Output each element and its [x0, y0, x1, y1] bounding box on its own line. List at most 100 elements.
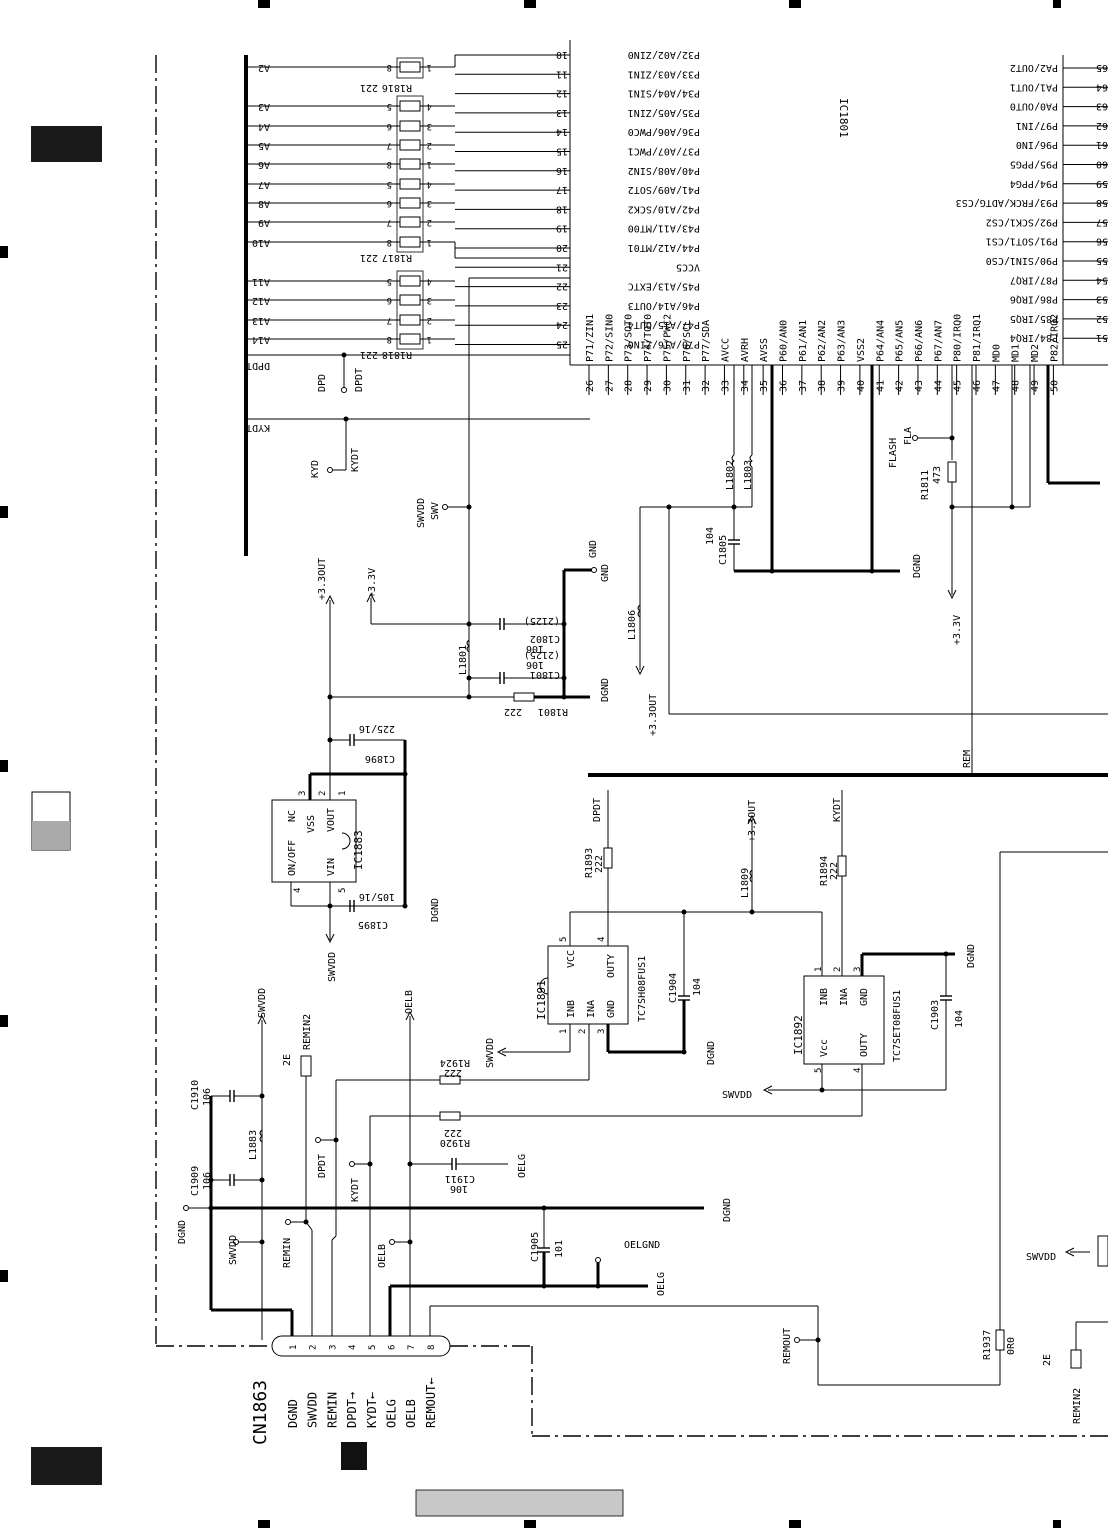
- array-pin-num: 1: [427, 62, 432, 72]
- ic1801-pin-num: 38: [817, 380, 828, 392]
- svg-text:C1802: C1802: [530, 633, 560, 644]
- svg-text:5: 5: [814, 1068, 824, 1073]
- ic1801-pin-label: P33/A03/ZIN1: [628, 68, 700, 79]
- ic1801-pin-num: 36: [779, 380, 790, 392]
- svg-text:INB: INB: [566, 1000, 577, 1018]
- ic1801-pin-label: P75/PWC2: [662, 314, 673, 362]
- ic1801-pin-label: P43/A11/MT00: [628, 223, 700, 234]
- svg-text:DGND: DGND: [912, 554, 923, 578]
- ic1801-pin-num: 62: [1096, 120, 1108, 131]
- swvdd-power-section: SWVDD SWV GND GND +3.3V C1802 106 (2125)…: [317, 277, 611, 940]
- svg-text:+3.3OUT: +3.3OUT: [747, 800, 758, 842]
- svg-text:R1894: R1894: [819, 856, 830, 886]
- r1817-ref: R1817: [382, 252, 412, 263]
- ic1801-pin-num: 45: [953, 380, 964, 392]
- ic1801-pin-label: P34/A04/SIN1: [628, 88, 700, 99]
- svg-text:KYDT: KYDT: [350, 448, 361, 472]
- svg-text:C1903: C1903: [930, 1000, 941, 1030]
- ic1801-pin-num: 33: [720, 380, 731, 392]
- svg-text:5: 5: [559, 937, 569, 942]
- svg-text:REMIN: REMIN: [282, 1238, 293, 1268]
- ic1801-pin-label: P93/FRCK/ADTG/CS3: [956, 197, 1058, 208]
- bus-label: A6: [258, 159, 270, 170]
- ic1801-pin-num: 48: [1011, 380, 1022, 392]
- svg-text:473: 473: [932, 466, 943, 484]
- svg-text:DPDT: DPDT: [592, 798, 603, 822]
- ic1801-pin-label: P45/A13/EXTC: [628, 281, 700, 292]
- array-pin-num: 1: [427, 237, 432, 247]
- ic1801-pin-label: P64/AN4: [875, 320, 886, 362]
- ic1801-pin-num: 17: [556, 184, 568, 195]
- svg-text:C1905: C1905: [530, 1232, 541, 1262]
- svg-text:REMOUT: REMOUT: [782, 1328, 793, 1364]
- svg-text:222: 222: [594, 855, 605, 873]
- svg-text:(2125): (2125): [524, 615, 560, 626]
- ic1801-pin-label: P41/A09/SOT2: [628, 184, 700, 195]
- ic1801-ref: IC1801: [837, 98, 850, 138]
- ic1801-pin-num: 31: [682, 380, 693, 392]
- array-pin-num: 8: [387, 237, 392, 247]
- svg-text:+3.3V: +3.3V: [952, 615, 963, 645]
- ic1801-pin-num: 18: [556, 203, 568, 214]
- svg-text:IC1891: IC1891: [535, 980, 548, 1020]
- svg-text:2: 2: [833, 967, 843, 972]
- svg-text:L1803: L1803: [743, 460, 754, 490]
- cn1863-pin-num: 8: [427, 1345, 437, 1350]
- svg-text:C1896: C1896: [365, 753, 395, 764]
- svg-text:3: 3: [597, 1029, 607, 1034]
- svg-text:4: 4: [597, 937, 607, 942]
- analog-supply-section: L1802 L1803 104 C1805 DGND L1806 +3.3OUT: [627, 365, 1108, 736]
- svg-text:106: 106: [450, 1183, 468, 1194]
- ic1801-pin-num: 26: [585, 380, 596, 392]
- ic1801-pin-num: 58: [1096, 197, 1108, 208]
- svg-text:C1895: C1895: [358, 919, 388, 930]
- ic1801-pin-num: 55: [1096, 255, 1108, 266]
- bus-label: A10: [252, 237, 270, 248]
- svg-text:C1801: C1801: [530, 669, 560, 680]
- svg-text:IC1892: IC1892: [792, 1015, 805, 1055]
- ic1801-pin-num: 53: [1096, 294, 1108, 305]
- ic1801-pin-label: P90/SIN1/CS0: [986, 255, 1058, 266]
- ic1801-pin-label: MD1: [1011, 344, 1022, 362]
- svg-text:R1924: R1924: [440, 1057, 470, 1068]
- ic1801-pin-label: P85/IRQ5: [1010, 313, 1058, 324]
- ic1801-pin-num: 28: [624, 380, 635, 392]
- svg-text:REMIN2: REMIN2: [302, 1014, 313, 1050]
- bus-label: A12: [252, 295, 270, 306]
- svg-text:DGND: DGND: [722, 1198, 733, 1222]
- ic1801-pin-num: 59: [1096, 178, 1108, 189]
- ic1801-pin-label: P77/SDA: [701, 320, 712, 362]
- svg-text:DGND: DGND: [430, 898, 441, 922]
- ic1801-pin-num: 19: [556, 223, 568, 234]
- svg-text:222: 222: [444, 1067, 462, 1078]
- array-pin-num: 3: [427, 121, 432, 131]
- ic1801-pin-num: 54: [1096, 274, 1108, 285]
- footer-bar: [415, 1489, 624, 1517]
- bus-label: A2: [258, 62, 270, 73]
- svg-text:SWVDD: SWVDD: [327, 952, 338, 982]
- ic1801-pin-num: 32: [701, 380, 712, 392]
- ic1801-pin-label: P32/A02/ZIN0: [628, 49, 700, 60]
- svg-text:101: 101: [554, 1240, 565, 1258]
- cn1863-pin-label: OELB: [404, 1399, 418, 1428]
- r1816-ref: R1816: [382, 82, 412, 93]
- svg-text:104: 104: [954, 1010, 965, 1028]
- ic1801-pin-label: P71/ZIN1: [585, 314, 596, 362]
- array-pin-num: 2: [427, 140, 432, 150]
- cn1863-pin-label: OELG: [385, 1399, 399, 1428]
- svg-text:3: 3: [298, 791, 308, 796]
- bus-label: A11: [252, 276, 270, 287]
- cn1863-pin-num: 5: [368, 1345, 378, 1350]
- ic1801-pin-label: P91/SOT1/CS1: [986, 236, 1058, 247]
- ic1892: IC1892 INB INA GND Vcc OUTY TC7SET08FUS1…: [370, 790, 977, 1148]
- svg-text:VOUT: VOUT: [326, 808, 337, 832]
- svg-text:Vcc: Vcc: [819, 1039, 830, 1057]
- ic1801-pin-label: P44/A12/MT01: [628, 242, 700, 253]
- array-pin-num: 5: [387, 276, 392, 286]
- svg-text:VIN: VIN: [326, 858, 337, 876]
- ic1801-pin-num: 47: [991, 380, 1002, 392]
- ic1801-pin-label: P96/IN0: [1016, 139, 1058, 150]
- ic1801-pin-label: P46/A14/OUT3: [628, 300, 700, 311]
- cn1863-ref: CN1863: [250, 1380, 271, 1445]
- ic1801-pin-label: P74/TOT0: [643, 314, 654, 362]
